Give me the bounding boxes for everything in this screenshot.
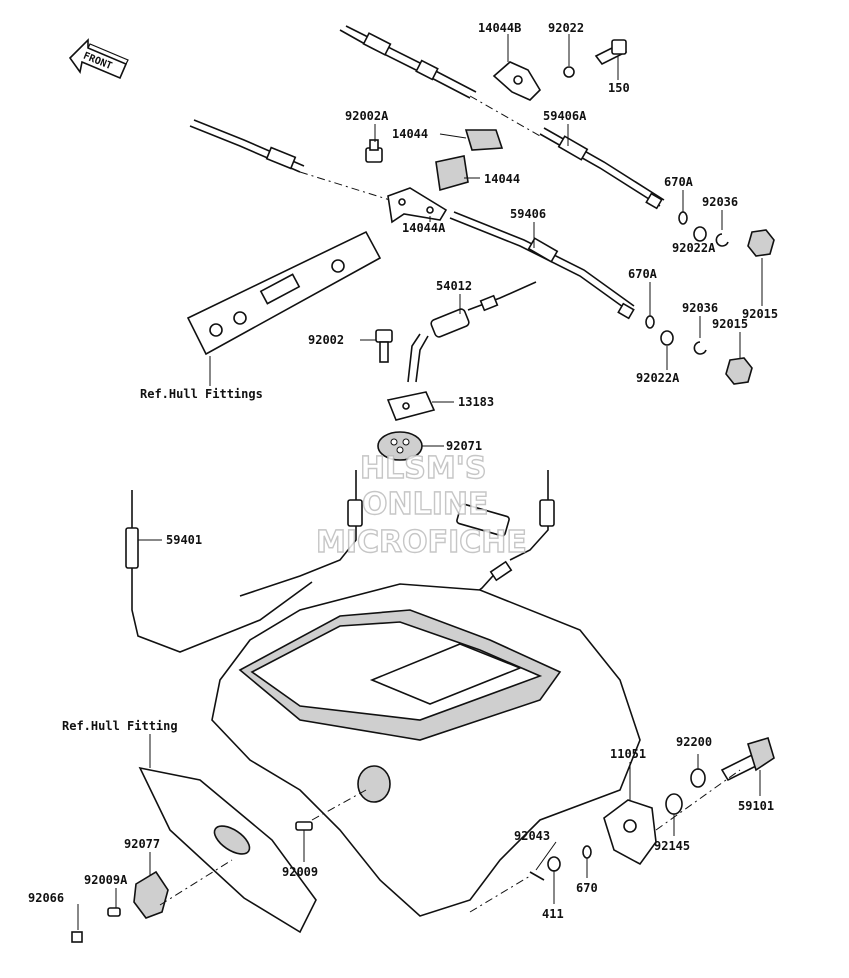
knob-59101: [720, 737, 775, 782]
bolt-92009a: [107, 907, 121, 917]
label-59101: 59101: [738, 799, 774, 813]
label-92066: 92066: [28, 891, 64, 905]
label-670: 670: [576, 881, 598, 895]
nut-92015-bot: [725, 357, 753, 385]
oring-670: [582, 845, 592, 859]
watermark-line-2: ONLINE: [362, 487, 489, 522]
front-arrow: FRONT: [68, 38, 129, 80]
label-92022a-bot: 92022A: [636, 371, 680, 385]
oring-670a-bot: [645, 315, 655, 329]
label-150: 150: [608, 81, 630, 95]
label-59401: 59401: [166, 533, 202, 547]
washer-92200: [690, 768, 706, 788]
cable-59401: [125, 490, 313, 653]
bracket-14044b: [492, 61, 542, 101]
clip-92036-top: [715, 233, 729, 247]
choke-54012: [407, 281, 537, 383]
nut-92022: [563, 66, 575, 78]
label-54012: 54012: [436, 279, 472, 293]
bolt-92002: [375, 329, 393, 363]
washer-92022a-bot: [660, 330, 674, 346]
clip-92043: [529, 871, 545, 881]
watermark: HLSM'S ONLINE MICROFICHE: [315, 450, 527, 560]
label-92071: 92071: [446, 439, 482, 453]
label-92015-bot: 92015: [712, 317, 748, 331]
label-92145: 92145: [654, 839, 690, 853]
bracket-14044-mid: [435, 155, 469, 192]
label-59406a: 59406A: [543, 109, 587, 123]
cover-11051: [603, 799, 657, 866]
screw-92009: [295, 821, 313, 831]
hull-fittings-plate: [186, 230, 382, 356]
label-92200: 92200: [676, 735, 712, 749]
label-11051: 11051: [610, 747, 646, 761]
label-ref-hull-fittings: Ref.Hull Fittings: [140, 387, 263, 401]
label-92002: 92002: [308, 333, 344, 347]
label-92036-top: 92036: [702, 195, 738, 209]
washer-411: [547, 856, 561, 872]
label-92077: 92077: [124, 837, 160, 851]
label-14044-mid: 14044: [484, 172, 520, 186]
label-92022: 92022: [548, 21, 584, 35]
label-13183: 13183: [458, 395, 494, 409]
label-92009a: 92009A: [84, 873, 128, 887]
watermark-line-3: MICROFICHE: [316, 525, 527, 560]
label-92015-top: 92015: [742, 307, 778, 321]
clip-92036-bot: [693, 341, 707, 355]
throttle-junction: [239, 470, 555, 601]
label-59406: 59406: [510, 207, 546, 221]
cable-59406a: [339, 25, 665, 210]
label-670a-bot: 670A: [628, 267, 658, 281]
label-92036-bot: 92036: [682, 301, 718, 315]
label-92022a-top: 92022A: [672, 241, 716, 255]
label-92002a: 92002A: [345, 109, 389, 123]
label-92043: 92043: [514, 829, 550, 843]
washer-92022a-top: [693, 226, 707, 242]
part-labels: 14044B 92022 150 92002A 14044 14044 5940…: [28, 21, 778, 921]
label-14044b: 14044B: [478, 21, 521, 35]
gasket-13183: [386, 391, 436, 421]
label-411: 411: [542, 907, 564, 921]
seal-92145: [665, 793, 683, 815]
leader-lines: [77, 34, 763, 930]
clip-92066: [71, 931, 83, 943]
bracket-14044a: [387, 187, 448, 224]
oring-670a-top: [678, 211, 688, 225]
bolt-92002a: [365, 139, 383, 163]
label-670a-top: 670A: [664, 175, 694, 189]
label-14044-top: 14044: [392, 127, 428, 141]
plug-92077: [133, 870, 169, 919]
label-14044a: 14044A: [402, 221, 446, 235]
bracket-14044-top: [464, 129, 504, 151]
cable-59406: [189, 119, 635, 320]
label-92009: 92009: [282, 865, 318, 879]
hull-body: [138, 583, 641, 934]
label-ref-hull-fitting: Ref.Hull Fitting: [62, 719, 178, 733]
bolt-150: [594, 39, 628, 66]
nut-92015-top: [747, 229, 775, 257]
watermark-line-1: HLSM'S: [360, 451, 486, 486]
